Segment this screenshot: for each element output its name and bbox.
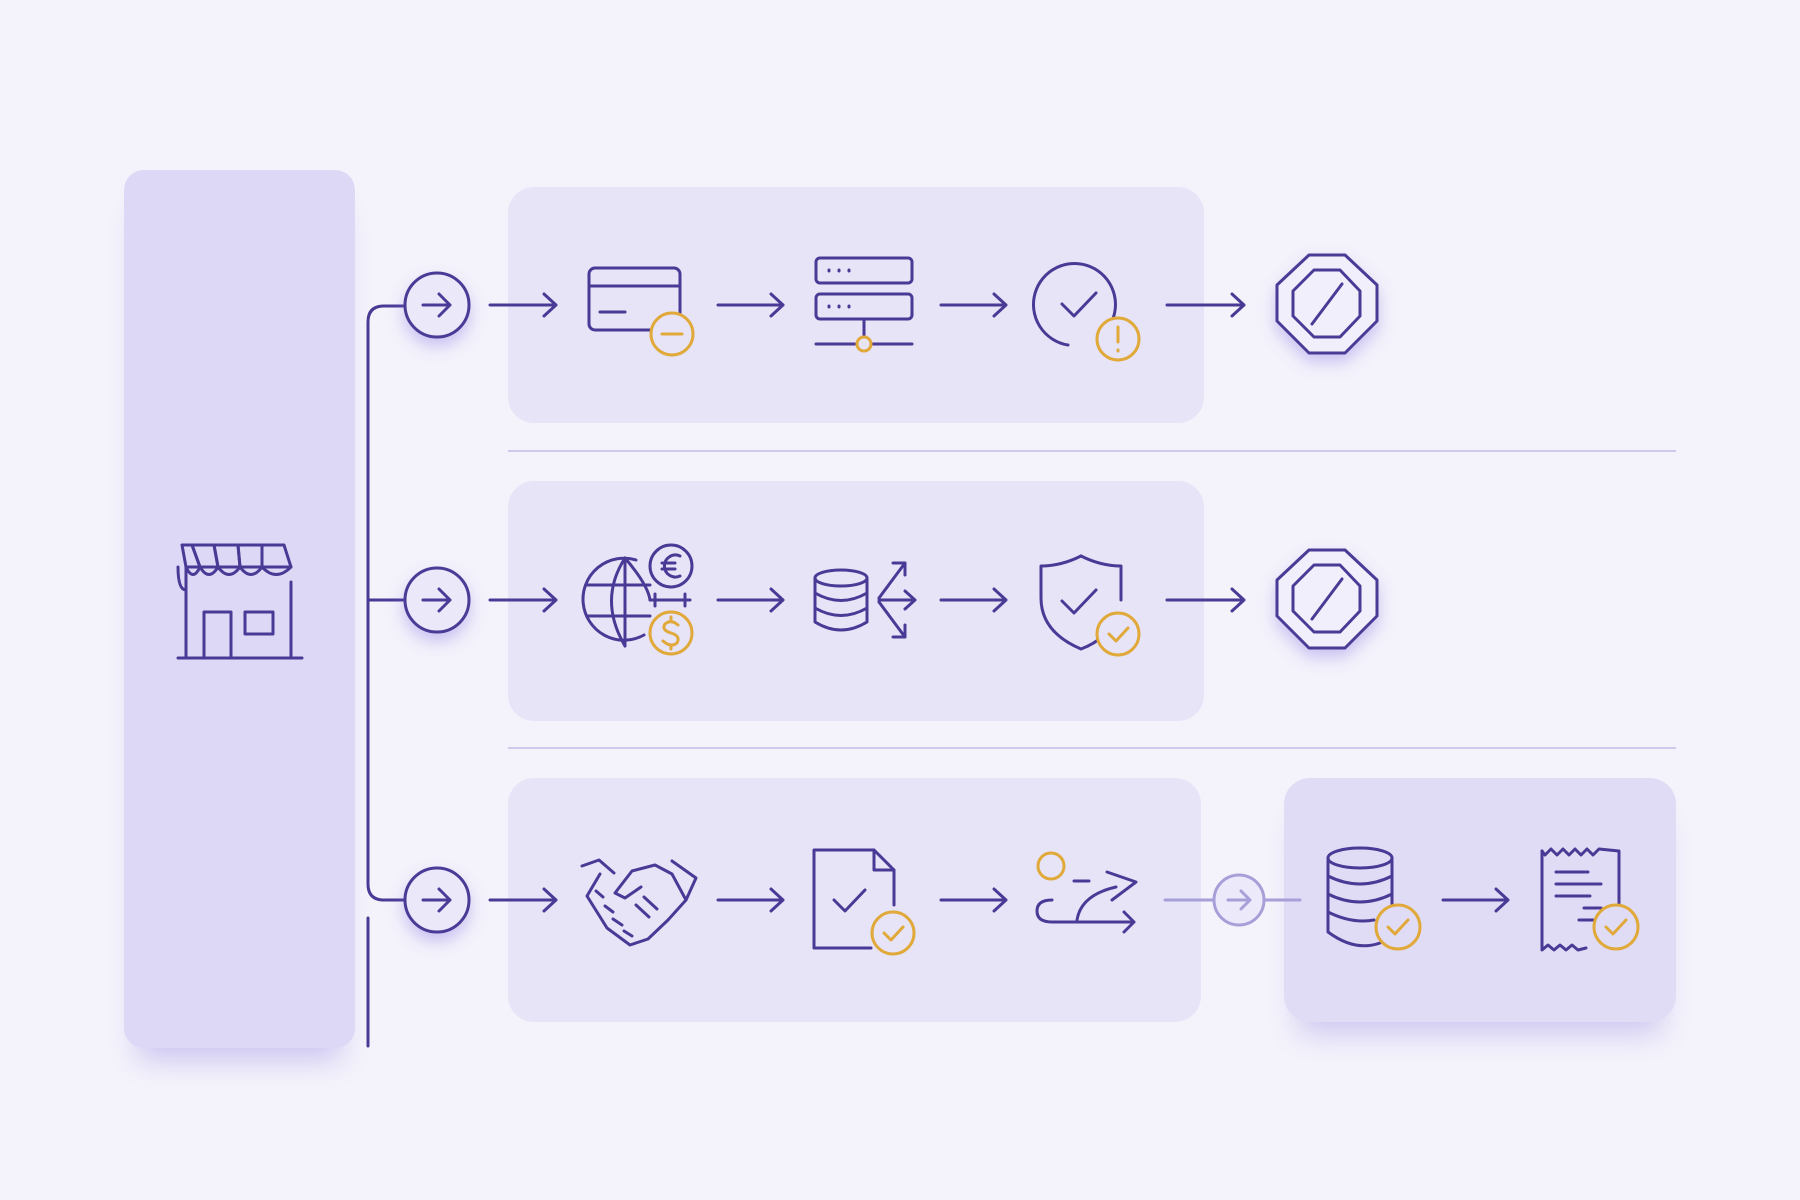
database-check-badge-icon <box>1374 903 1422 951</box>
blocked-octagon-icon-2 <box>1275 548 1379 650</box>
blocked-octagon-icon <box>1275 253 1379 355</box>
globe-currency-exchange-icon <box>581 543 694 648</box>
shield-check-badge-icon <box>1095 611 1141 657</box>
storefront-icon <box>176 543 304 660</box>
entry-node-3 <box>403 866 471 934</box>
lane-2-arrows <box>488 587 1246 613</box>
document-check-badge-icon <box>870 910 916 956</box>
check-circle-alert-icon <box>1031 262 1117 347</box>
settlement-connector <box>1163 873 1302 927</box>
lane-divider-2 <box>508 747 1676 749</box>
minus-badge-icon <box>649 311 695 357</box>
alert-badge-icon <box>1095 316 1141 362</box>
database-split-icon <box>813 561 917 639</box>
database-check-icon <box>1326 846 1394 948</box>
lane-3-arrows <box>488 887 1510 913</box>
lane-1-arrows <box>488 292 1246 318</box>
server-node-dot <box>855 335 873 353</box>
entry-node-1 <box>403 271 471 339</box>
merchant-panel <box>124 170 355 1048</box>
document-check-icon <box>812 848 896 950</box>
lane-1-panel <box>508 187 1204 423</box>
route-origin-dot <box>1036 851 1066 881</box>
dollar-badge-icon <box>648 610 694 656</box>
entry-node-2 <box>403 566 471 634</box>
server-rack-icon <box>814 256 914 346</box>
receipt-check-badge-icon <box>1592 903 1640 951</box>
receipt-check-icon <box>1540 847 1621 952</box>
trunk-connector <box>366 304 407 1048</box>
lane-divider-1 <box>508 450 1676 452</box>
route-transfer-icon <box>1035 870 1138 934</box>
handshake-icon <box>580 858 698 947</box>
shield-check-icon <box>1039 554 1123 651</box>
card-minus-icon <box>587 266 682 332</box>
